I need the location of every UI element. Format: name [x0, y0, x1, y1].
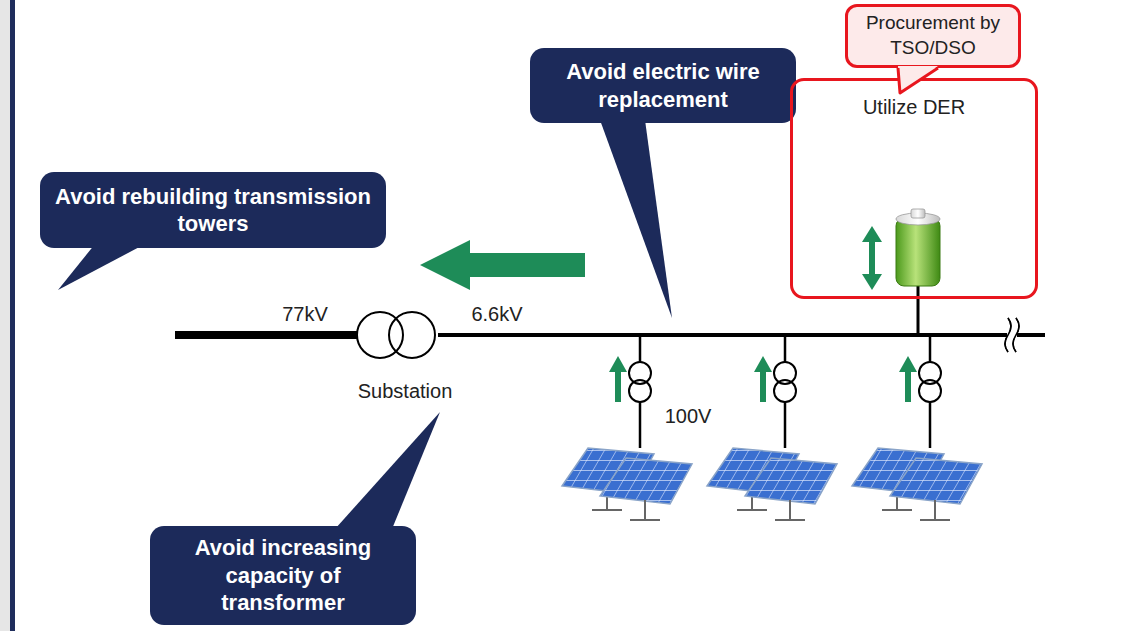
side-bar [10, 0, 15, 631]
node-text: Avoid rebuilding transmission towers [54, 183, 372, 238]
distribution-line [438, 333, 1045, 337]
break-symbol [1005, 318, 1011, 352]
battery-icon [896, 218, 940, 286]
node-text: Procurement by TSO/DSO [858, 11, 1008, 60]
transmission-line [175, 331, 358, 339]
voltage-label: 77kV [280, 303, 330, 326]
node-text: Utilize DER [861, 95, 967, 119]
pv-feeder [852, 335, 982, 520]
charge-arrow [862, 226, 882, 290]
transformer-symbol [389, 312, 435, 358]
voltage-label: 6.6kV [469, 303, 524, 326]
substation-label: Substation [356, 380, 455, 403]
voltage-label: 100V [663, 405, 714, 428]
pv-feeder [562, 335, 692, 520]
side-panel [0, 0, 10, 631]
der-box: Utilize DER [790, 78, 1038, 299]
procurement-callout: Procurement by TSO/DSO [845, 4, 1021, 68]
callout-tail [58, 244, 145, 290]
benefit-callout: Avoid rebuilding transmission towers [40, 172, 386, 248]
battery-feeder [917, 285, 920, 335]
callout-tail [335, 412, 440, 529]
node-text: Avoid electric wire replacement [544, 58, 782, 113]
benefit-callout: Avoid electric wire replacement [530, 48, 796, 123]
battery-terminal [911, 209, 925, 218]
node-text: Avoid increasing capacity of transformer [164, 534, 402, 617]
benefit-callout: Avoid increasing capacity of transformer [150, 526, 416, 625]
break-symbol [1013, 318, 1019, 352]
callout-tail [600, 120, 672, 318]
pv-feeder [707, 335, 837, 520]
flow-arrow [420, 240, 585, 290]
